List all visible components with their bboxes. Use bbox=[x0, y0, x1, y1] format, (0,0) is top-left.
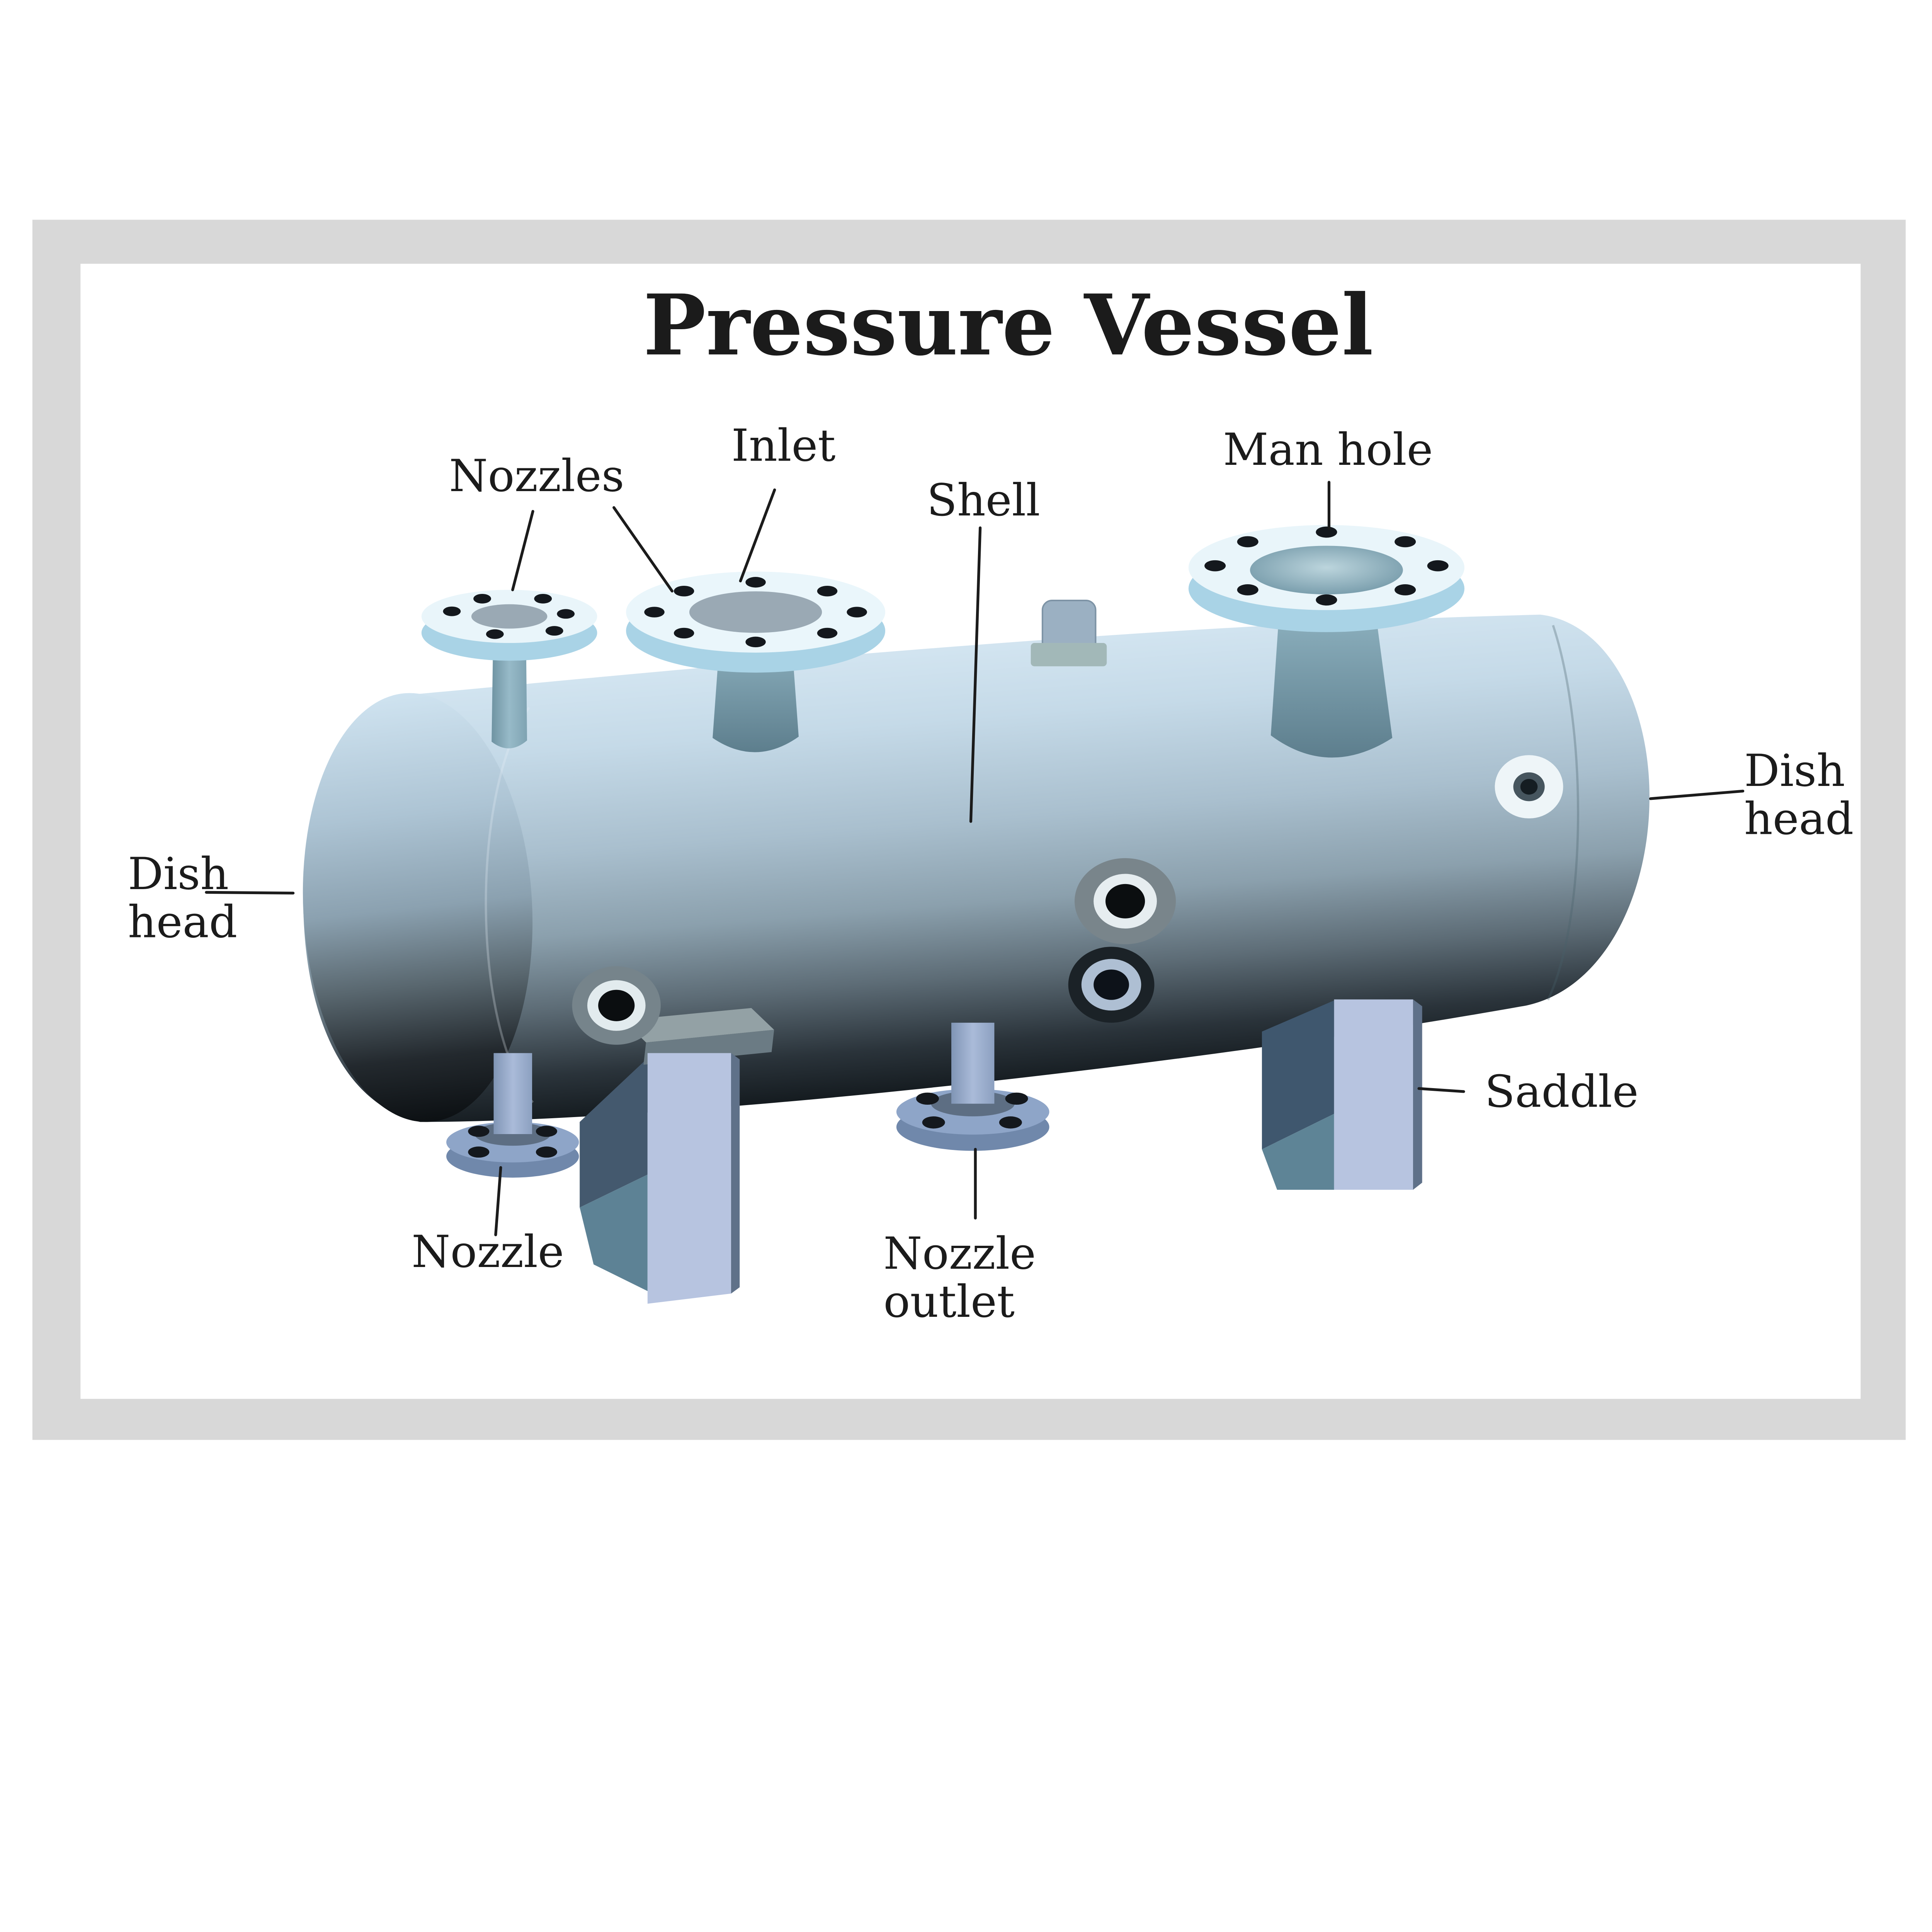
leader-dish-head-right bbox=[1649, 789, 1745, 800]
leader-nozzles-1 bbox=[511, 510, 534, 592]
leader-saddle bbox=[1417, 1087, 1465, 1093]
bolt-hole bbox=[443, 606, 461, 616]
neck bbox=[1270, 605, 1393, 758]
weld-seam-right bbox=[1547, 625, 1579, 1001]
label-dish-head-left-line2: head bbox=[128, 896, 237, 948]
saddle-right bbox=[1262, 999, 1422, 1190]
bolt-hole bbox=[644, 607, 665, 617]
bolt-hole bbox=[536, 1126, 557, 1137]
shell-ports bbox=[572, 755, 1563, 1045]
port-upper-middle bbox=[1075, 858, 1176, 944]
label-saddle: Saddle bbox=[1485, 1066, 1638, 1117]
man-hole bbox=[1188, 525, 1464, 758]
bolt-hole bbox=[536, 1146, 557, 1158]
label-dish-head-left-line1: Dish bbox=[128, 849, 229, 900]
bolt-hole bbox=[557, 609, 575, 619]
label-dish-head-right: Dish head bbox=[1744, 745, 1859, 845]
bolt-hole bbox=[1237, 584, 1259, 595]
bolt-hole bbox=[817, 628, 838, 639]
bolt-hole bbox=[1237, 536, 1259, 548]
small-top-nozzle bbox=[421, 590, 597, 748]
bolt-hole bbox=[922, 1116, 945, 1129]
saddle-left-web-dark bbox=[580, 1058, 648, 1208]
label-shell: Shell bbox=[927, 475, 1040, 526]
bottom-nozzle bbox=[446, 1053, 579, 1178]
leader-nozzles-2 bbox=[612, 506, 673, 593]
bolt-hole bbox=[468, 1126, 490, 1137]
saddle-right-web-dark bbox=[1262, 1000, 1334, 1150]
bolt-hole bbox=[847, 607, 867, 617]
flange-center bbox=[471, 604, 548, 629]
label-nozzle-outlet-line2: outlet bbox=[883, 1276, 1014, 1328]
label-man-hole: Man hole bbox=[1223, 424, 1433, 476]
leader-inlet bbox=[739, 488, 776, 583]
saddle-left-slab-edge bbox=[731, 1053, 740, 1294]
bolt-hole bbox=[673, 628, 694, 639]
lifting-lug-base bbox=[1031, 643, 1107, 667]
bolt-hole bbox=[1427, 560, 1449, 571]
leader-lines bbox=[205, 481, 1745, 1236]
leader-dish-head-left bbox=[205, 891, 295, 895]
stem bbox=[493, 1053, 532, 1134]
bolt-hole bbox=[1395, 536, 1416, 548]
saddle-right-web-teal bbox=[1262, 1114, 1334, 1190]
page-title: Pressure Vessel bbox=[643, 276, 1373, 374]
nozzle-outlet bbox=[896, 1022, 1049, 1151]
bolt-hole bbox=[673, 585, 694, 597]
bolt-hole bbox=[1395, 584, 1416, 595]
label-dish-head-left: Dish head bbox=[128, 849, 243, 948]
bolt-hole bbox=[817, 585, 838, 597]
bolt-hole bbox=[1316, 526, 1337, 538]
label-dish-head-right-line1: Dish bbox=[1744, 745, 1845, 797]
flange-center bbox=[689, 591, 822, 633]
port-right bbox=[1495, 755, 1563, 819]
label-nozzle: Nozzle bbox=[412, 1226, 564, 1278]
saddle-left bbox=[580, 1008, 774, 1304]
leader-nozzle bbox=[494, 1166, 502, 1236]
stem bbox=[951, 1022, 995, 1104]
label-inlet: Inlet bbox=[731, 420, 836, 471]
stem bbox=[492, 638, 527, 748]
bolt-hole bbox=[999, 1116, 1022, 1129]
saddle-left-web-teal bbox=[580, 1174, 648, 1291]
label-nozzle-outlet-line1: Nozzle bbox=[883, 1228, 1036, 1280]
bolt-hole bbox=[1204, 560, 1226, 571]
saddle-left-wear-plate bbox=[623, 1008, 774, 1043]
bolt-hole bbox=[1316, 594, 1337, 606]
bolt-hole bbox=[534, 594, 552, 604]
label-nozzle-outlet: Nozzle outlet bbox=[883, 1228, 1050, 1328]
bolt-hole bbox=[486, 629, 504, 639]
label-nozzles: Nozzles bbox=[449, 451, 624, 502]
bolt-hole bbox=[745, 577, 766, 588]
bolt-hole bbox=[473, 594, 491, 604]
manhole-opening bbox=[1250, 546, 1403, 595]
saddle-left-slab bbox=[647, 1053, 731, 1304]
inlet-nozzle bbox=[626, 571, 886, 752]
bolt-hole bbox=[545, 626, 563, 636]
saddle-right-slab bbox=[1334, 999, 1413, 1190]
bolt-hole bbox=[916, 1092, 939, 1105]
bolt-hole bbox=[745, 636, 766, 648]
port-left bbox=[572, 966, 661, 1045]
bolt-hole bbox=[1005, 1092, 1028, 1105]
saddle-right-slab-edge bbox=[1413, 999, 1422, 1190]
leader-shell bbox=[969, 526, 982, 823]
dish-head-left bbox=[303, 693, 533, 1122]
label-dish-head-right-line2: head bbox=[1744, 794, 1854, 845]
port-lower-middle bbox=[1068, 947, 1155, 1023]
bolt-hole bbox=[468, 1146, 490, 1158]
pressure-vessel-diagram: Pressure Vessel Nozzles Inlet Shell Man … bbox=[32, 219, 1906, 1440]
